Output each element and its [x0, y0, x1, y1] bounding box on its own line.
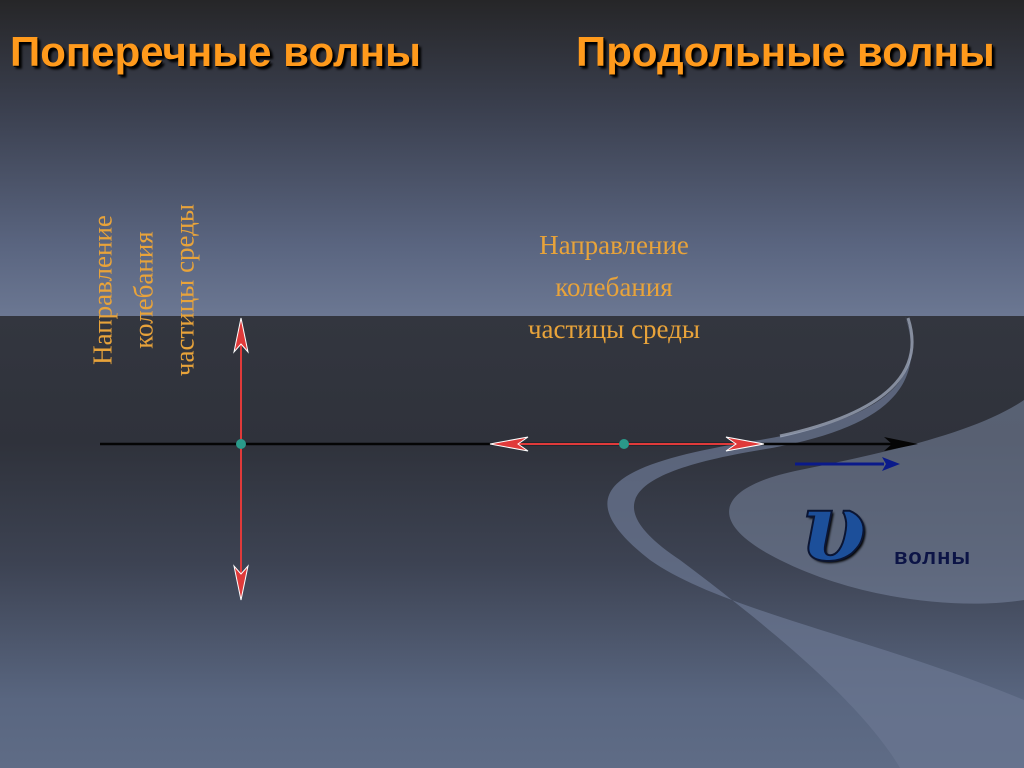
swoosh-shape-front	[729, 400, 1024, 604]
transverse-label-line-2: колебания	[128, 231, 159, 349]
velocity-arrowhead	[882, 457, 900, 471]
wave-velocity-symbol: υ	[799, 471, 868, 584]
longitudinal-label-line-3: частицы среды	[527, 314, 701, 344]
swoosh-highlight	[779, 317, 914, 438]
longitudinal-arrow-left	[489, 436, 529, 452]
swoosh-shape-back	[607, 316, 1024, 768]
longitudinal-label-line-1: Направление	[539, 230, 689, 260]
transverse-oscillation-label: Направление колебания частицы среды	[83, 170, 206, 410]
propagation-axis-arrowhead	[884, 437, 918, 451]
transverse-particle	[236, 439, 246, 449]
longitudinal-arrow-right	[725, 436, 765, 452]
longitudinal-waves-title: Продольные волны	[576, 28, 995, 75]
transverse-arrow-up	[233, 317, 249, 354]
transverse-waves-title: Поперечные волны	[10, 28, 421, 75]
transverse-label-line-1: Направление	[87, 215, 118, 365]
transverse-label-line-3: частицы среды	[169, 203, 200, 377]
wave-velocity-label: волны	[894, 544, 972, 569]
longitudinal-particle	[619, 439, 629, 449]
longitudinal-oscillation-label: Направление колебания частицы среды	[528, 224, 700, 350]
longitudinal-label-line-2: колебания	[555, 272, 673, 302]
transverse-arrow-down	[233, 564, 249, 601]
